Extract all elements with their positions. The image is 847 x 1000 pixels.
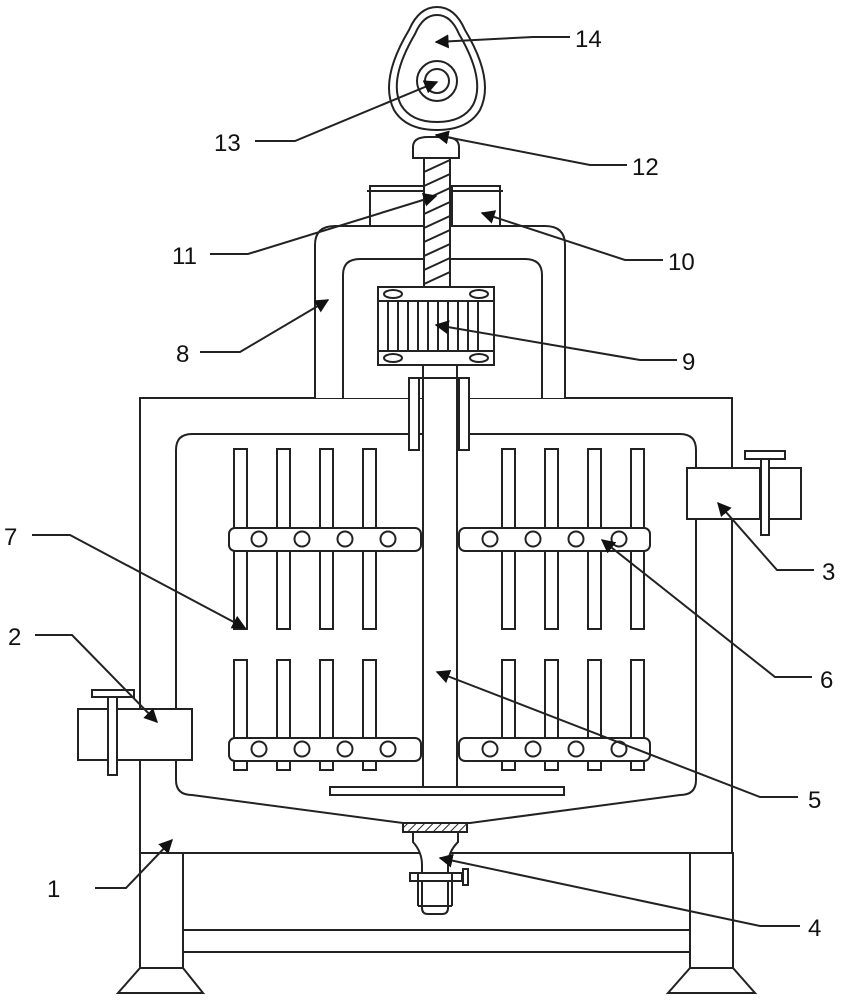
inlet-valve-right [686, 450, 802, 536]
label-8: 8 [176, 341, 189, 368]
cross-arms [228, 527, 651, 762]
label-1: 1 [47, 876, 60, 903]
label-5: 5 [808, 787, 821, 814]
threaded-rod [423, 157, 451, 288]
top-caps [367, 185, 503, 227]
label-9: 9 [682, 349, 695, 376]
label-14: 14 [575, 26, 602, 53]
gear-box [377, 286, 495, 366]
main-shaft [408, 364, 470, 789]
label-4: 4 [808, 915, 821, 942]
part-labels: 1 2 3 4 5 6 7 8 9 10 11 12 13 14 [4, 26, 835, 942]
arm-bolts [250, 530, 628, 758]
label-7: 7 [4, 524, 17, 551]
discharge-outlet [402, 822, 469, 915]
lifting-eye [388, 5, 486, 132]
label-13: 13 [214, 130, 241, 157]
bottom-plate [329, 786, 565, 796]
label-11: 11 [172, 243, 197, 270]
label-10: 10 [668, 249, 695, 276]
label-3: 3 [822, 559, 835, 586]
leader-lines [32, 34, 814, 927]
label-6: 6 [820, 667, 833, 694]
label-2: 2 [8, 624, 21, 651]
top-knob [412, 136, 460, 159]
label-12: 12 [632, 154, 659, 181]
inlet-valve-left [77, 689, 193, 776]
